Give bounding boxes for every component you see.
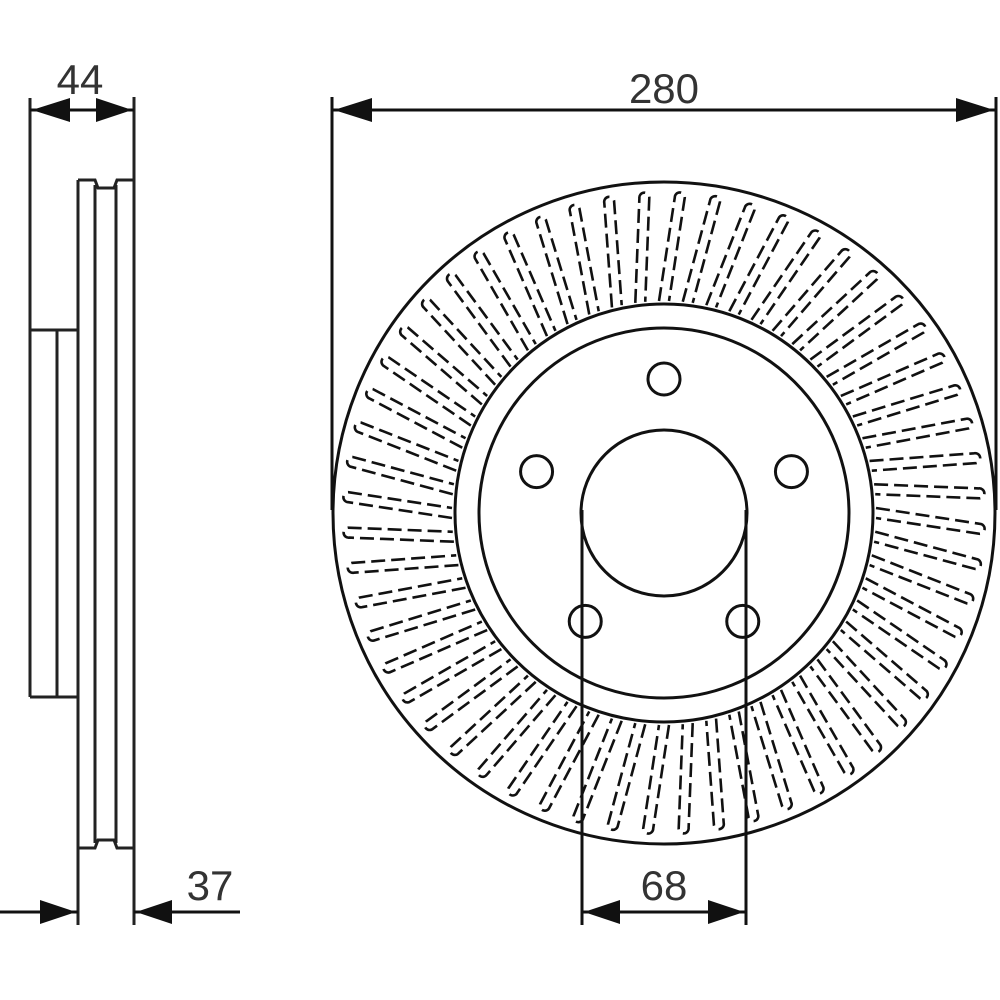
vane <box>365 387 467 449</box>
vane <box>657 191 687 302</box>
front-view <box>331 180 997 846</box>
vane <box>862 417 974 449</box>
vane <box>874 482 986 500</box>
vane <box>476 688 557 779</box>
vane <box>342 526 454 544</box>
vane <box>506 701 578 797</box>
dimension-44: 44 <box>30 56 134 122</box>
bolt-hole <box>646 361 682 397</box>
vane <box>423 658 519 732</box>
bolt-hole <box>567 603 603 639</box>
vane <box>705 718 726 831</box>
vane <box>705 202 756 308</box>
vane <box>809 294 905 368</box>
vane <box>852 599 948 671</box>
dimension-280: 280 <box>330 65 998 510</box>
vane <box>353 421 459 472</box>
vane <box>401 640 503 704</box>
vane <box>839 620 930 701</box>
center-bore <box>579 428 749 598</box>
vane <box>473 250 537 352</box>
vane <box>345 455 455 496</box>
vane <box>873 530 983 571</box>
vane <box>728 214 790 316</box>
vane <box>342 490 453 520</box>
vane <box>354 577 466 609</box>
vane <box>641 724 671 835</box>
side-view <box>28 97 136 925</box>
vane <box>771 689 825 795</box>
vane <box>346 554 459 575</box>
vane <box>681 194 722 304</box>
vane <box>382 620 488 674</box>
vane <box>791 269 880 352</box>
vane <box>728 711 760 823</box>
vane <box>677 723 695 835</box>
vane <box>875 506 986 536</box>
dimension-37: 37 <box>0 862 240 924</box>
vane <box>750 229 822 325</box>
vane <box>825 322 927 386</box>
vane <box>538 710 600 812</box>
vane <box>750 701 793 811</box>
dimension-37-label: 37 <box>187 862 234 909</box>
vane <box>852 384 962 427</box>
dimension-280-label: 280 <box>629 65 699 112</box>
outer-rim <box>331 180 997 846</box>
vane <box>380 355 476 427</box>
vane <box>869 451 982 472</box>
dimension-68-label: 68 <box>641 862 688 909</box>
vane <box>420 297 503 386</box>
bolt-holes <box>519 361 809 639</box>
bolt-hole <box>773 454 809 490</box>
vane <box>825 640 908 729</box>
vane <box>398 325 489 406</box>
dimension-68: 68 <box>580 510 748 925</box>
vane-inner-circle <box>453 302 875 724</box>
vane <box>448 674 537 757</box>
vane <box>771 247 852 338</box>
vane <box>633 191 651 303</box>
vane <box>869 554 975 605</box>
hat-circle <box>477 326 851 700</box>
vane <box>861 577 963 639</box>
bolt-hole <box>519 454 555 490</box>
vane <box>840 352 946 406</box>
bolt-hole <box>725 603 761 639</box>
vane <box>503 231 557 337</box>
dimension-44-label: 44 <box>57 56 104 103</box>
vane <box>568 203 600 315</box>
vane <box>791 674 855 776</box>
vane <box>535 215 578 325</box>
vane <box>809 658 883 754</box>
vane <box>366 599 476 642</box>
vane <box>445 272 519 368</box>
vane <box>606 722 647 832</box>
vane <box>602 195 623 308</box>
cooling-vanes <box>342 191 986 835</box>
